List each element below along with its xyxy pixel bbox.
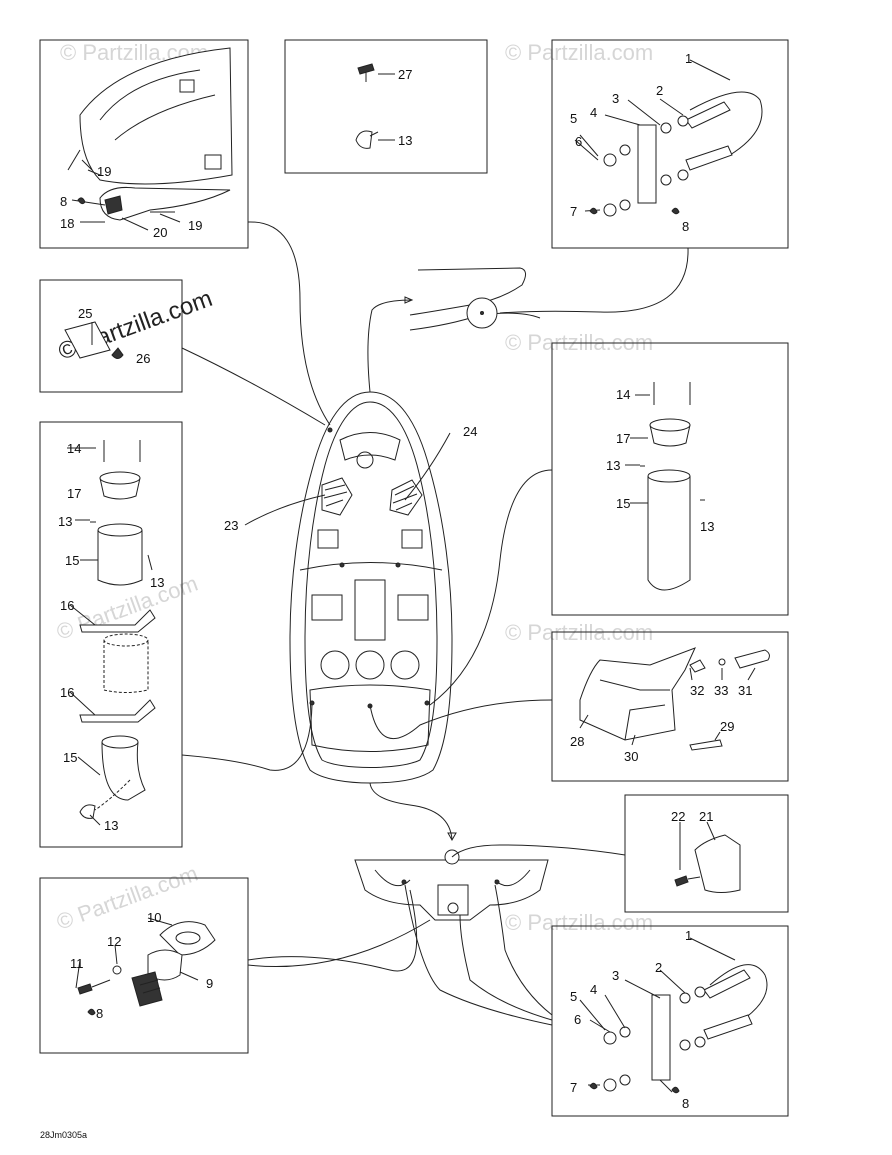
label-15-left-a: 15 bbox=[65, 553, 79, 568]
label-14-right: 14 bbox=[616, 387, 630, 402]
part-labels: 1 2 3 4 5 6 7 8 27 13 19 8 18 20 19 25 2… bbox=[58, 51, 752, 1111]
panel-rear-handle-bottom bbox=[551, 925, 789, 1117]
label-20: 20 bbox=[153, 225, 167, 240]
label-8-top: 8 bbox=[682, 219, 689, 234]
label-5-top: 5 bbox=[570, 111, 577, 126]
panel-vent-tube-right bbox=[551, 342, 789, 616]
label-17-left: 17 bbox=[67, 486, 81, 501]
label-4-top: 4 bbox=[590, 105, 597, 120]
label-2-top: 2 bbox=[656, 83, 663, 98]
fastener-parts bbox=[355, 63, 395, 149]
label-3-top: 3 bbox=[612, 91, 619, 106]
decal-parts bbox=[64, 321, 124, 359]
label-32: 32 bbox=[690, 683, 704, 698]
left-vent-tube-parts bbox=[79, 440, 156, 819]
label-2-bottom: 2 bbox=[655, 960, 662, 975]
watermark-7: © Partzilla.com bbox=[505, 910, 653, 935]
label-1-top: 1 bbox=[685, 51, 692, 66]
label-19-lower: 19 bbox=[188, 218, 202, 233]
label-17-right: 17 bbox=[616, 431, 630, 446]
label-28: 28 bbox=[570, 734, 584, 749]
label-12: 12 bbox=[107, 934, 121, 949]
rear-handle-bottom-parts bbox=[603, 964, 768, 1092]
clamp-parts bbox=[674, 834, 741, 893]
label-13-right-b: 13 bbox=[700, 519, 714, 534]
hull-top-view bbox=[289, 391, 453, 784]
label-9: 9 bbox=[206, 976, 213, 991]
label-30: 30 bbox=[624, 749, 638, 764]
label-13-fasteners: 13 bbox=[398, 133, 412, 148]
label-26: 26 bbox=[136, 351, 150, 366]
label-leaders bbox=[67, 139, 756, 1093]
label-15-right: 15 bbox=[616, 496, 630, 511]
label-29: 29 bbox=[720, 719, 734, 734]
label-15-left-b: 15 bbox=[63, 750, 77, 765]
adhesive-drops bbox=[77, 197, 680, 1094]
label-7-top: 7 bbox=[570, 204, 577, 219]
label-18: 18 bbox=[60, 216, 74, 231]
label-23: 23 bbox=[224, 518, 238, 533]
panel-fasteners bbox=[284, 39, 488, 174]
panel-clamp bbox=[624, 794, 789, 913]
hull-side-sketch bbox=[409, 267, 541, 331]
label-13-left-a: 13 bbox=[58, 514, 72, 529]
label-11: 11 bbox=[70, 956, 84, 971]
rear-transom bbox=[354, 849, 549, 921]
label-8-drain: 8 bbox=[96, 1006, 103, 1021]
label-8-nose: 8 bbox=[60, 194, 67, 209]
label-31: 31 bbox=[738, 683, 752, 698]
label-16-lower: 16 bbox=[60, 685, 74, 700]
label-16-upper: 16 bbox=[60, 598, 74, 613]
bumper-parts bbox=[579, 647, 770, 751]
label-14-left: 14 bbox=[67, 441, 81, 456]
label-3-bottom: 3 bbox=[612, 968, 619, 983]
label-33: 33 bbox=[714, 683, 728, 698]
label-6-bottom: 6 bbox=[574, 1012, 581, 1027]
panel-decal bbox=[39, 279, 183, 393]
label-22: 22 bbox=[671, 809, 685, 824]
label-13-left-b: 13 bbox=[150, 575, 164, 590]
panel-bumper bbox=[551, 631, 789, 782]
label-25: 25 bbox=[78, 306, 92, 321]
label-6-top: 6 bbox=[575, 134, 582, 149]
nose-cap-parts bbox=[67, 47, 233, 221]
label-24: 24 bbox=[463, 424, 477, 439]
drawing-code: 28Jm0305a bbox=[40, 1130, 87, 1140]
panel-vent-tube-left bbox=[39, 421, 183, 848]
panels bbox=[39, 39, 789, 1117]
label-13-left-c: 13 bbox=[104, 818, 118, 833]
label-4-bottom: 4 bbox=[590, 982, 597, 997]
label-13-right-a: 13 bbox=[606, 458, 620, 473]
rear-handle-top-parts bbox=[579, 59, 763, 217]
label-7-bottom: 7 bbox=[570, 1080, 577, 1095]
label-8-bottom: 8 bbox=[682, 1096, 689, 1111]
label-10: 10 bbox=[147, 910, 161, 925]
label-21: 21 bbox=[699, 809, 713, 824]
label-27: 27 bbox=[398, 67, 412, 82]
panel-rear-handle-top bbox=[551, 39, 789, 249]
drain-plug-parts bbox=[77, 921, 216, 1007]
leader-curves bbox=[181, 221, 689, 1026]
label-5-bottom: 5 bbox=[570, 989, 577, 1004]
watermark-2: © Partzilla.com bbox=[505, 40, 653, 65]
panel-nose-cap bbox=[39, 39, 249, 249]
label-19-upper: 19 bbox=[97, 164, 111, 179]
label-1-bottom: 1 bbox=[685, 928, 692, 943]
right-vent-tube-parts bbox=[640, 382, 705, 591]
